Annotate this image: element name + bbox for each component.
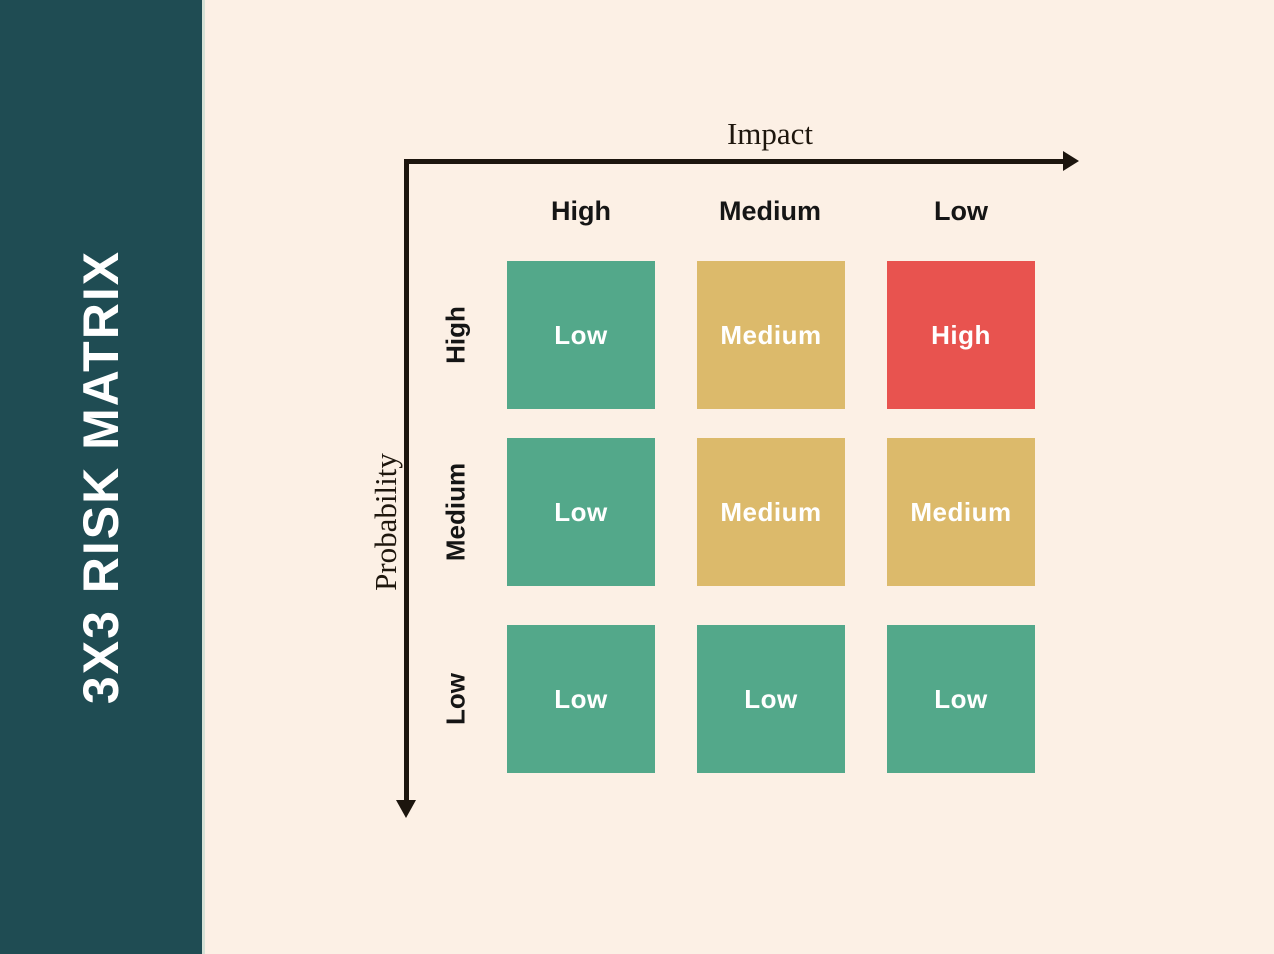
- matrix-cell: High: [887, 261, 1035, 409]
- impact-axis-line: [405, 159, 1065, 164]
- probability-axis-arrow-icon: [396, 800, 416, 818]
- probability-axis-line: [404, 159, 409, 802]
- sidebar-accent-line: [202, 0, 205, 954]
- matrix-cell: Medium: [697, 438, 845, 586]
- matrix-row: Low Medium Medium: [507, 438, 1035, 586]
- column-header-high: High: [551, 196, 611, 226]
- matrix-cell: Low: [507, 438, 655, 586]
- matrix-cell: Low: [507, 625, 655, 773]
- matrix-cell: Low: [507, 261, 655, 409]
- column-header-low: Low: [934, 196, 988, 226]
- matrix-cell: Low: [887, 625, 1035, 773]
- column-header-medium: Medium: [718, 196, 821, 226]
- matrix-cell: Medium: [697, 261, 845, 409]
- sidebar: 3X3 RISK MATRIX: [0, 0, 202, 954]
- matrix-row: Low Medium High: [507, 261, 1035, 409]
- impact-axis-title: Impact: [726, 116, 814, 151]
- page-title: 3X3 RISK MATRIX: [73, 249, 129, 705]
- row-header-low: Low: [440, 673, 471, 725]
- row-header-high: High: [440, 306, 471, 364]
- matrix-cell: Medium: [887, 438, 1035, 586]
- matrix-row: Low Low Low: [507, 625, 1035, 773]
- impact-axis-arrow-icon: [1063, 151, 1079, 171]
- row-header-medium: Medium: [440, 462, 471, 562]
- probability-axis-title: Probability: [368, 453, 403, 591]
- matrix-cell: Low: [697, 625, 845, 773]
